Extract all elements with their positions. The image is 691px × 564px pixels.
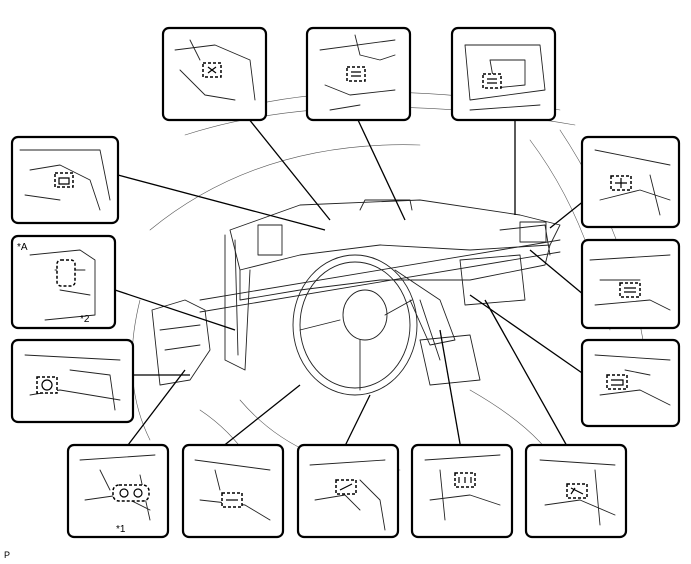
callout-bottom-4 [410, 443, 514, 539]
callout-right-3 [580, 338, 681, 428]
callout-bottom-5 [524, 443, 628, 539]
connector-marker [606, 374, 628, 390]
connector-marker [112, 484, 150, 502]
connector-marker [346, 66, 366, 82]
callout-top-1 [161, 26, 268, 122]
leader-lines [114, 107, 591, 456]
callout-bottom-3 [296, 443, 400, 539]
callout-top-2 [305, 26, 412, 122]
footer-code: P [4, 550, 10, 560]
callout-left-3 [10, 338, 135, 424]
connector-marker [56, 259, 76, 287]
callout-left-1 [10, 135, 120, 225]
connector-marker [619, 282, 641, 298]
connector-marker [54, 172, 74, 188]
cockpit-illustration [131, 91, 651, 471]
callout-right-1 [580, 135, 681, 229]
callout-right-2 [580, 238, 681, 330]
callout-left-2: *A *2 [10, 234, 117, 330]
marker-a-label: *A [17, 242, 28, 253]
marker-2-label: *2 [80, 314, 90, 325]
callout-bottom-2 [181, 443, 285, 539]
callout-top-3 [450, 26, 557, 122]
marker-1-label: *1 [116, 524, 126, 535]
callout-bottom-1: *1 [66, 443, 170, 539]
connector-marker [36, 376, 58, 394]
connector-marker [482, 73, 502, 89]
